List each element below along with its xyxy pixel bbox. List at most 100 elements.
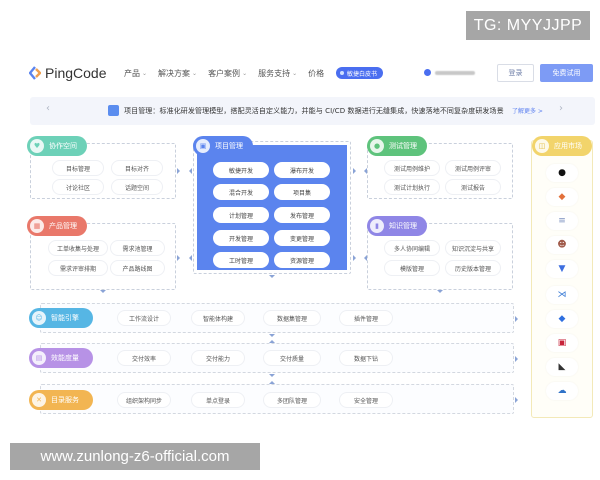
free-trial-button[interactable]: 免费试用 <box>540 64 593 82</box>
chip-product[interactable]: 工单收集与处理 <box>48 240 108 256</box>
chart-icon: ▤ <box>32 351 46 365</box>
row-directory-header[interactable]: ✕ 目录服务 <box>29 390 93 410</box>
chip-metrics[interactable]: 交付效率 <box>117 350 171 366</box>
chip-ai-engine[interactable]: 插件管理 <box>339 310 393 326</box>
nav-item-support[interactable]: 服务支持⌄ <box>258 68 297 79</box>
chip-ai-engine[interactable]: 智能体构建 <box>191 310 245 326</box>
nav-label: 价格 <box>308 69 325 78</box>
chip-knowledge[interactable]: 模版管理 <box>384 260 440 276</box>
jenkins-icon[interactable]: ☻ <box>546 236 578 254</box>
brand-logo[interactable]: PingCode <box>29 65 107 81</box>
chip-collab[interactable]: 目标对齐 <box>111 160 163 176</box>
chip-testing[interactable]: 测试用例维护 <box>384 160 440 176</box>
chip-knowledge[interactable]: 知识沉淀与共享 <box>445 240 501 256</box>
chip-directory[interactable]: 组织架构同步 <box>117 392 171 408</box>
connector-arrow <box>515 397 518 403</box>
chip-collab[interactable]: 讨论社区 <box>52 179 104 195</box>
row-ai-engine-header[interactable]: ☺ 智能引擎 <box>29 308 93 328</box>
robot-icon: ☺ <box>32 311 46 325</box>
module-plugins-header[interactable]: ◫ 应用市场 <box>532 136 592 156</box>
learn-more-link[interactable]: 了解更多 > <box>512 108 543 115</box>
chip-metrics[interactable]: 交付质量 <box>263 350 321 366</box>
connector-arrow <box>269 374 275 377</box>
chip-metrics[interactable]: 交付能力 <box>191 350 245 366</box>
connector-arrow <box>269 340 275 343</box>
chip-project[interactable]: 工时管理 <box>213 252 269 268</box>
connector-arrow <box>437 290 443 293</box>
chip-testing[interactable]: 测试计划执行 <box>384 179 440 195</box>
connector-arrow <box>269 381 275 384</box>
book-icon: ▮ <box>370 219 384 233</box>
tools-icon: ✕ <box>32 393 46 407</box>
gitlab-icon[interactable]: ◆ <box>546 188 578 206</box>
vscode-icon[interactable]: ⋊ <box>546 286 578 304</box>
chip-collab[interactable]: 目标管理 <box>52 160 104 176</box>
grid-icon: ▦ <box>30 219 44 233</box>
chip-product[interactable]: 需求池管理 <box>110 240 165 256</box>
module-knowledge-header[interactable]: ▮ 知识管理 <box>367 216 427 236</box>
chip-ai-engine[interactable]: 数据集管理 <box>263 310 321 326</box>
chip-ai-engine[interactable]: 工作流设计 <box>117 310 171 326</box>
chevron-down-icon: ⌄ <box>242 70 248 77</box>
chip-directory[interactable]: 单点登录 <box>191 392 245 408</box>
chip-testing[interactable]: 测试报告 <box>445 179 501 195</box>
github-icon[interactable]: ● <box>546 164 578 182</box>
project-icon <box>108 105 119 116</box>
chip-product[interactable]: 需求评审排期 <box>48 260 108 276</box>
kotlin-icon[interactable]: ◣ <box>546 358 578 376</box>
cloud-icon[interactable]: ☁ <box>546 382 578 400</box>
chip-knowledge[interactable]: 多人协同编辑 <box>384 240 440 256</box>
module-product-header[interactable]: ▦ 产品管理 <box>27 216 87 236</box>
phone-icon <box>424 69 431 76</box>
phone-number-blurred <box>435 70 475 75</box>
login-button[interactable]: 登录 <box>497 64 534 82</box>
nav-item-customers[interactable]: 客户案例⌄ <box>208 68 247 79</box>
folder-icon: ▣ <box>196 139 210 153</box>
gitee-red-icon[interactable]: ▣ <box>546 334 578 352</box>
row-title: 效能度量 <box>51 354 79 362</box>
module-collab <box>30 143 176 199</box>
app-market-icon: ◫ <box>535 139 549 153</box>
phone-contact[interactable] <box>424 69 475 76</box>
row-title: 智能引擎 <box>51 314 79 322</box>
chip-product[interactable]: 产品路线图 <box>110 260 165 276</box>
module-project-header[interactable]: ▣ 项目管理 <box>193 136 253 156</box>
connector-arrow <box>269 334 275 337</box>
module-title: 协作空间 <box>49 142 77 150</box>
chip-collab[interactable]: 话题空间 <box>111 179 163 195</box>
chip-testing[interactable]: 测试用例评审 <box>445 160 501 176</box>
chip-project[interactable]: 发布管理 <box>274 207 330 223</box>
nav-item-products[interactable]: 产品⌄ <box>124 68 147 79</box>
whitepaper-badge[interactable]: 敏捷白皮书 <box>336 67 384 79</box>
brand-name: PingCode <box>45 65 107 81</box>
connector-arrow <box>515 356 518 362</box>
chip-project[interactable]: 敏捷开发 <box>213 162 269 178</box>
chevron-left-icon[interactable]: ‹ <box>46 103 50 114</box>
chip-metrics[interactable]: 数据下钻 <box>339 350 393 366</box>
feature-banner: ‹ 项目管理：标准化研发管理模型，搭配灵活自定义能力，并能与 CI/CD 数据进… <box>30 97 595 125</box>
connector-arrow <box>189 168 192 174</box>
connector-arrow <box>515 316 518 322</box>
chevron-right-icon[interactable]: › <box>559 103 563 114</box>
chip-project[interactable]: 混合开发 <box>213 184 269 200</box>
nav-item-pricing[interactable]: 价格 <box>308 68 324 79</box>
module-testing-header[interactable]: ● 测试管理 <box>367 136 427 156</box>
chip-directory[interactable]: 多团队管理 <box>263 392 321 408</box>
chip-project[interactable]: 计划管理 <box>213 207 269 223</box>
chip-project[interactable]: 变更管理 <box>274 230 330 246</box>
chip-project[interactable]: 瀑布开发 <box>274 162 330 178</box>
chip-project[interactable]: 资源管理 <box>274 252 330 268</box>
main-nav: 产品⌄ 解决方案⌄ 客户案例⌄ 服务支持⌄ 价格 <box>124 68 324 79</box>
chip-project[interactable]: 开发管理 <box>213 230 269 246</box>
chip-project[interactable]: 项目集 <box>274 184 330 200</box>
nav-item-solutions[interactable]: 解决方案⌄ <box>158 68 197 79</box>
connector-arrow <box>353 168 356 174</box>
jira-icon[interactable]: ◆ <box>546 310 578 328</box>
banner-text: 项目管理：标准化研发管理模型，搭配灵活自定义能力，并能与 CI/CD 数据进行无… <box>124 107 504 115</box>
gitee-icon[interactable]: ≡ <box>546 212 578 230</box>
html5-icon[interactable]: ▼ <box>546 260 578 278</box>
chip-directory[interactable]: 安全管理 <box>339 392 393 408</box>
chip-knowledge[interactable]: 历史版本管理 <box>445 260 501 276</box>
row-metrics-header[interactable]: ▤ 效能度量 <box>29 348 93 368</box>
module-collab-header[interactable]: ♥ 协作空间 <box>27 136 87 156</box>
